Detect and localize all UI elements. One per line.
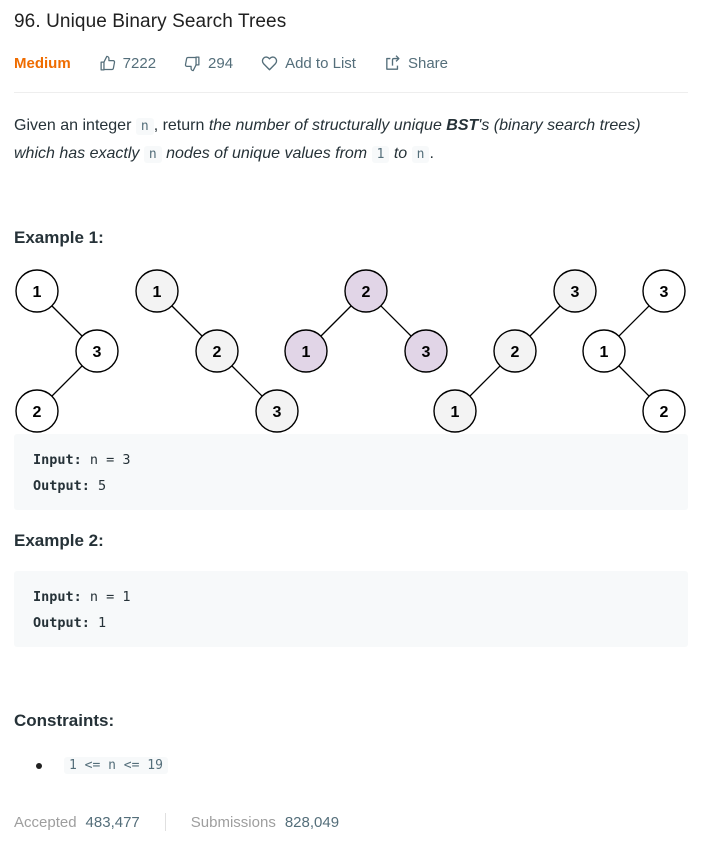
inline-code-n: n <box>411 146 430 163</box>
desc-emphasis-text: the number of structurally unique <box>208 117 447 134</box>
tree-node <box>15 389 59 433</box>
tree-node <box>255 389 299 433</box>
bullet-icon <box>36 763 42 769</box>
constraint-item: 1 <= n <= 19 <box>36 756 168 774</box>
tree-node <box>582 329 626 373</box>
submission-stats: Accepted 483,477 Submissions 828,049 <box>14 811 339 833</box>
input-label: Input: <box>33 452 82 468</box>
problem-description: Given an integer n, return the number of… <box>14 112 694 168</box>
tree-node <box>404 329 448 373</box>
constraint-code: 1 <= n <= 19 <box>64 757 168 774</box>
tree-node-label: 3 <box>273 404 282 421</box>
dislike-count: 294 <box>208 54 234 72</box>
tree-node <box>493 329 537 373</box>
dislike-button[interactable]: 294 <box>184 55 233 72</box>
submissions-value: 828,049 <box>284 813 340 831</box>
input-label: Input: <box>33 589 82 605</box>
share-icon <box>386 54 400 70</box>
tree-node <box>135 269 179 313</box>
desc-text: Given an integer <box>14 117 136 134</box>
input-value: n = 1 <box>89 589 131 605</box>
bst-tree-3: 2 1 3 <box>284 269 448 373</box>
example2-output-line: Output: 1 <box>33 615 106 631</box>
like-count: 7222 <box>122 54 157 72</box>
desc-emphasis: to <box>389 145 411 162</box>
input-value: n = 3 <box>89 452 131 468</box>
heart-icon <box>261 56 278 71</box>
bst-tree-4: 3 2 1 <box>433 269 597 433</box>
tree-node-label: 1 <box>302 344 311 361</box>
bst-tree-5: 3 1 2 <box>582 269 686 433</box>
tree-node-label: 1 <box>153 284 162 301</box>
tree-node-label: 1 <box>451 404 460 421</box>
tree-node-label: 2 <box>660 404 669 421</box>
example1-input-line: Input: n = 3 <box>33 452 131 468</box>
desc-emphasis-text: which has exactly <box>14 145 144 162</box>
output-value: 1 <box>98 615 107 631</box>
inline-code-1: 1 <box>371 146 390 163</box>
example2-block: Input: n = 1 Output: 1 <box>14 571 688 647</box>
output-label: Output: <box>33 478 90 494</box>
tree-node-label: 3 <box>660 284 669 301</box>
accepted-label: Accepted <box>14 813 77 831</box>
problem-title: 96. Unique Binary Search Trees <box>14 11 287 32</box>
example2-input-line: Input: n = 1 <box>33 589 131 605</box>
example2-heading: Example 2: <box>14 531 104 550</box>
desc-bst: BST <box>446 117 479 134</box>
tree-node <box>553 269 597 313</box>
header-divider <box>14 92 688 93</box>
share-label: Share <box>407 54 448 72</box>
desc-emphasis: nodes of unique values from <box>162 145 372 162</box>
thumbs-down-icon <box>184 55 200 71</box>
bst-tree-2: 1 2 3 <box>135 269 299 433</box>
inline-code-n: n <box>143 146 162 163</box>
difficulty-badge: Medium <box>14 54 71 72</box>
tree-node <box>195 329 239 373</box>
like-button[interactable]: 7222 <box>99 55 156 72</box>
example1-output-line: Output: 5 <box>33 478 106 494</box>
stats-divider <box>164 813 166 831</box>
example1-block: Input: n = 3 Output: 5 <box>14 434 688 510</box>
example1-heading: Example 1: <box>14 228 104 247</box>
bst-diagram: 1 3 2 1 2 3 2 1 3 3 2 1 3 1 2 <box>15 269 686 433</box>
problem-meta-bar: Medium 7222 294 Add to List Share <box>14 52 476 74</box>
tree-node-label: 3 <box>93 344 102 361</box>
thumbs-up-icon <box>100 55 115 71</box>
tree-node-label: 3 <box>571 284 580 301</box>
tree-node <box>433 389 477 433</box>
inline-code-n: n <box>135 118 154 135</box>
tree-node-label: 3 <box>422 344 431 361</box>
tree-node <box>642 269 686 313</box>
tree-node <box>75 329 119 373</box>
output-label: Output: <box>33 615 90 631</box>
desc-emphasis-text: to <box>389 145 412 162</box>
desc-emphasis: which has exactly <box>14 145 144 162</box>
desc-emphasis-text: 's (binary search trees) <box>478 117 641 134</box>
tree-node-label: 1 <box>600 344 609 361</box>
output-value: 5 <box>98 478 107 494</box>
tree-node <box>15 269 59 313</box>
tree-node-label: 2 <box>213 344 222 361</box>
desc-text: , return <box>153 117 209 134</box>
share-button[interactable]: Share <box>384 55 448 72</box>
tree-node <box>284 329 328 373</box>
tree-node-label: 2 <box>511 344 520 361</box>
add-to-list-label: Add to List <box>285 54 356 72</box>
accepted-value: 483,477 <box>85 813 140 831</box>
submissions-label: Submissions <box>190 813 276 831</box>
constraints-list: 1 <= n <= 19 <box>36 756 168 774</box>
desc-text: . <box>429 145 434 162</box>
constraints-heading: Constraints: <box>14 711 115 730</box>
desc-emphasis: the number of structurally unique BST's … <box>209 117 641 134</box>
tree-node-label: 2 <box>33 404 42 421</box>
bst-tree-1: 1 3 2 <box>15 269 119 433</box>
desc-emphasis-text: nodes of unique values from <box>161 145 372 162</box>
add-to-list-button[interactable]: Add to List <box>261 55 356 72</box>
tree-node <box>344 269 388 313</box>
tree-node <box>642 389 686 433</box>
tree-node-label: 2 <box>362 284 371 301</box>
tree-node-label: 1 <box>33 284 42 301</box>
